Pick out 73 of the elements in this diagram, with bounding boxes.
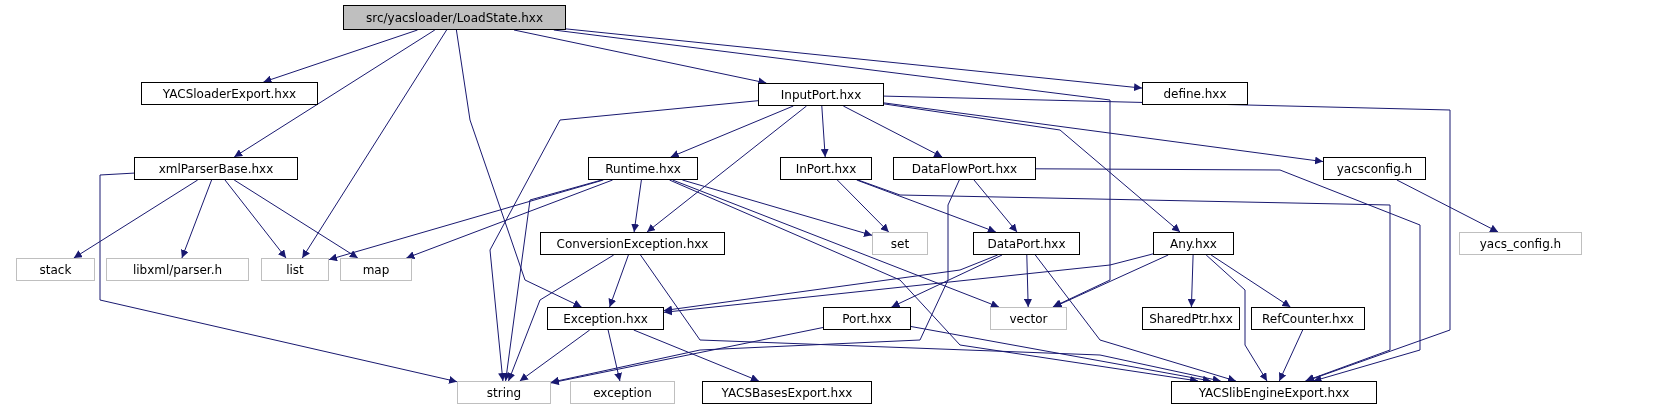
file-box: stack: [16, 258, 95, 281]
arrow: [1278, 329, 1304, 382]
file-box: DataPort.hxx: [973, 232, 1080, 255]
file-box: YACSlibEngineExport.hxx: [1171, 381, 1377, 404]
arrow: [1034, 254, 1237, 383]
file-box: Any.hxx: [1153, 232, 1234, 255]
file-box: Port.hxx: [823, 307, 911, 330]
arrow: [856, 179, 997, 233]
arrow: [1024, 254, 1032, 308]
arrow: [565, 28, 1143, 92]
arrow: [607, 329, 622, 382]
arrow: [328, 179, 604, 262]
arrow: [73, 179, 199, 259]
arrow: [1035, 168, 1421, 383]
arrow: [820, 105, 829, 158]
file-box: InputPort.hxx: [758, 83, 884, 106]
file-box: set: [872, 232, 928, 255]
file-box: Runtime.hxx: [588, 157, 698, 180]
arrow: [301, 29, 448, 259]
file-box: string: [457, 381, 551, 404]
arrow: [1396, 179, 1499, 233]
arrow: [681, 179, 873, 237]
arrow: [842, 105, 943, 158]
arrow: [489, 100, 759, 382]
file-box: vector: [990, 307, 1067, 330]
arrow: [608, 254, 629, 308]
arrow: [1187, 254, 1196, 308]
file-box: Exception.hxx: [547, 307, 664, 330]
arrow: [973, 179, 1018, 233]
arrow: [633, 329, 760, 382]
arrow: [233, 179, 359, 259]
arrow: [1210, 254, 1291, 308]
arrow: [663, 253, 1154, 316]
file-box: libxml/parser.h: [106, 258, 249, 281]
arrow: [181, 179, 213, 259]
arrow: [507, 254, 615, 382]
arrow: [519, 329, 591, 382]
arrow: [550, 327, 824, 386]
file-box: xmlParserBase.hxx: [134, 157, 298, 180]
file-box: src/yacsloader/LoadState.hxx: [343, 5, 566, 30]
arrow: [891, 254, 1003, 308]
arrow: [857, 179, 1391, 382]
arrow: [550, 179, 960, 385]
arrow: [233, 29, 436, 158]
file-box: list: [261, 258, 329, 281]
file-box: ConversionException.hxx: [540, 232, 725, 255]
arrow: [663, 254, 999, 314]
arrow: [672, 179, 1000, 308]
file-box: yacsconfig.h: [1323, 157, 1426, 180]
file-box: RefCounter.hxx: [1251, 307, 1365, 330]
arrow: [883, 95, 1451, 383]
file-box: exception: [570, 381, 675, 404]
arrow: [502, 179, 603, 382]
arrow: [1205, 254, 1268, 382]
arrow: [883, 103, 1181, 233]
file-box: yacs_config.h: [1459, 232, 1582, 255]
arrow: [405, 179, 614, 259]
arrow: [631, 179, 642, 233]
file-box: YACSloaderExport.hxx: [141, 82, 318, 105]
arrow: [263, 29, 418, 84]
arrow: [99, 172, 458, 384]
arrow: [224, 179, 287, 259]
arrow: [455, 29, 582, 308]
arrow: [646, 105, 807, 233]
file-box: DataFlowPort.hxx: [893, 157, 1036, 180]
arrow: [883, 102, 1324, 165]
file-box: define.hxx: [1142, 82, 1248, 105]
file-box: YACSBasesExport.hxx: [702, 381, 872, 404]
file-box: map: [340, 258, 412, 281]
file-box: InPort.hxx: [780, 157, 872, 180]
arrow: [670, 105, 794, 158]
arrow: [836, 179, 890, 233]
file-box: SharedPtr.hxx: [1142, 307, 1240, 330]
